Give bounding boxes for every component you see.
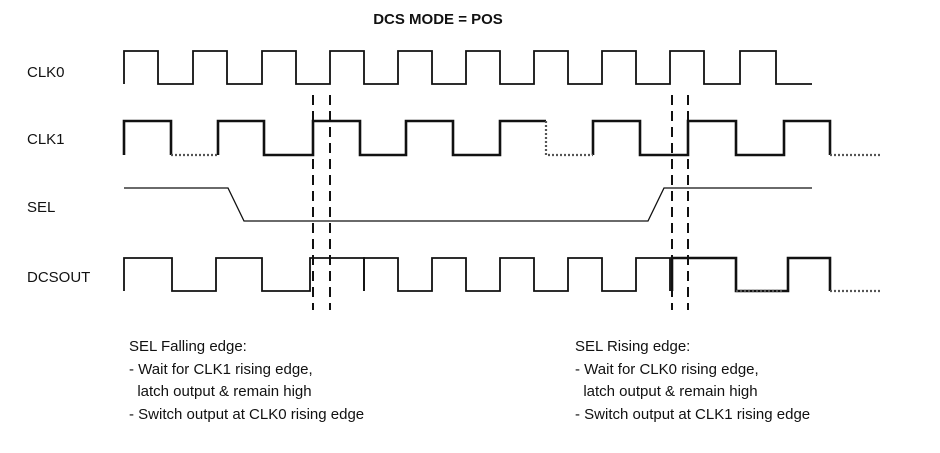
note-falling-line-2: latch output & remain high	[129, 383, 312, 400]
note-falling-heading: SEL Falling edge:	[129, 338, 247, 355]
note-rising-line-1: - Wait for CLK0 rising edge,	[575, 360, 759, 378]
note-rising-heading: SEL Rising edge:	[575, 338, 691, 355]
note-falling-line-3: - Switch output at CLK0 rising edge	[129, 405, 365, 423]
clk1-waveform-dotted	[171, 121, 880, 157]
note-rising-line-2: latch output & remain high	[575, 383, 758, 400]
signal-label-clk0: CLK0	[27, 64, 65, 81]
note-rising-line-3: - Switch output at CLK1 rising edge	[575, 405, 811, 423]
note-sel-falling: SEL Falling edge: - Wait for CLK1 rising…	[129, 336, 364, 426]
signal-label-clk1: CLK1	[27, 131, 65, 148]
signal-label-sel: SEL	[27, 199, 56, 216]
note-sel-rising: SEL Rising edge: - Wait for CLK0 rising …	[575, 336, 810, 426]
dcsout-waveform-hold	[330, 257, 365, 291]
sel-waveform	[124, 187, 812, 222]
note-falling-line-1: - Wait for CLK1 rising edge,	[129, 360, 313, 378]
dcsout-waveform-clk1	[670, 256, 832, 293]
clk1-waveform	[122, 119, 832, 157]
clk0-waveform	[123, 50, 812, 85]
signal-label-dcsout: DCSOUT	[27, 269, 91, 286]
dcsout-waveform	[123, 257, 671, 292]
diagram-title: DCS MODE = POS	[373, 11, 503, 28]
